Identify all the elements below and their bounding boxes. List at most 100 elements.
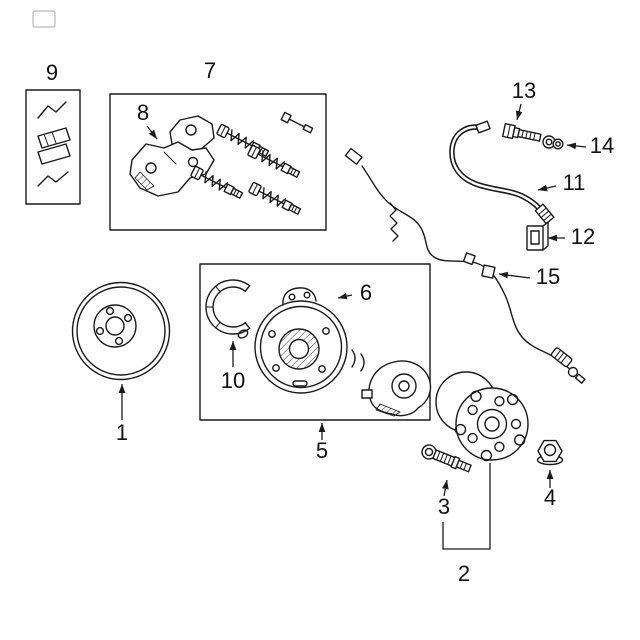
detail xyxy=(545,138,553,146)
leader-13 xyxy=(515,103,523,121)
break-mark-1 xyxy=(351,349,356,368)
part-wheel-stud-3: 3 xyxy=(421,444,472,519)
detail xyxy=(391,373,417,399)
detail xyxy=(272,364,280,372)
part-hose-bracket-12: 12 xyxy=(526,221,595,251)
detail xyxy=(361,389,373,399)
wire-connector xyxy=(344,147,363,165)
part-harness-clip-15: 15 xyxy=(498,264,560,289)
detail xyxy=(510,418,522,430)
callout-14: 14 xyxy=(590,133,614,158)
detail xyxy=(533,132,536,141)
callout-10: 10 xyxy=(221,368,245,393)
detail xyxy=(574,373,586,384)
bolt-shaft xyxy=(517,128,542,142)
detail xyxy=(557,352,565,362)
detail xyxy=(542,221,549,251)
stud-splines xyxy=(432,449,456,467)
rotor-edge xyxy=(76,286,166,376)
plate-lip xyxy=(259,305,343,389)
kit-box-7 xyxy=(109,93,327,231)
detail xyxy=(555,141,561,147)
actuator-body xyxy=(361,360,432,417)
brake-pad-2 xyxy=(37,143,71,165)
nut-hex xyxy=(537,439,563,463)
part-banjo-bolt-13: 13 xyxy=(501,78,542,142)
detail xyxy=(244,285,251,292)
hose-end-fitting xyxy=(534,203,555,225)
leader-8 xyxy=(146,125,158,140)
detail xyxy=(550,347,573,368)
detail xyxy=(507,124,511,138)
guide-pin-1 xyxy=(215,123,271,160)
pad-clip-top xyxy=(37,101,67,119)
shoe-inner-arc xyxy=(212,286,246,328)
hose-top-fitting xyxy=(475,120,491,134)
hose-tube-inner xyxy=(450,125,544,214)
rotor-lug-holes xyxy=(95,306,133,346)
detail xyxy=(187,156,199,168)
detail xyxy=(447,455,452,465)
wire-path xyxy=(361,165,573,372)
detail xyxy=(467,404,478,416)
part-brake-rotor-1: 1 xyxy=(71,281,171,445)
detail xyxy=(521,130,524,138)
wire-clip xyxy=(462,252,476,266)
wire-clip-15 xyxy=(481,264,496,279)
detail xyxy=(454,423,467,436)
detail xyxy=(51,131,57,144)
leader-14 xyxy=(566,142,587,150)
detail xyxy=(145,162,157,174)
kit-box-5 xyxy=(199,263,431,421)
hub-center xyxy=(476,408,508,440)
rotor-outer xyxy=(71,281,171,381)
plate-bolt-holes xyxy=(268,327,330,373)
part-brake-hose-11: 11 xyxy=(449,120,586,225)
leader-6 xyxy=(337,292,353,300)
detail xyxy=(480,449,493,462)
callout-7: 7 xyxy=(204,58,216,83)
detail xyxy=(268,330,276,338)
detail xyxy=(95,326,105,336)
detail xyxy=(470,390,482,402)
detail xyxy=(163,151,177,165)
detail xyxy=(105,306,115,316)
banjo-bolt xyxy=(501,122,542,142)
plate-center-hole xyxy=(288,338,310,360)
detail xyxy=(436,451,441,461)
guide-pin-3 xyxy=(189,165,245,202)
detail xyxy=(185,124,197,136)
callout-11: 11 xyxy=(563,170,586,195)
callout-5: 5 xyxy=(316,438,328,463)
rotor-hub xyxy=(93,304,137,348)
callout-8: 8 xyxy=(137,100,149,125)
callout-6: 6 xyxy=(360,280,372,305)
detail xyxy=(288,118,306,128)
detail xyxy=(302,123,314,134)
detail xyxy=(439,452,445,462)
bracket-line-2 xyxy=(442,463,491,550)
detail xyxy=(443,454,448,464)
detail xyxy=(114,336,124,346)
guide-pin-4 xyxy=(247,181,303,218)
detail xyxy=(280,111,292,124)
hub-bolt-holes xyxy=(467,396,522,452)
wire-coil-wrap xyxy=(389,202,399,242)
detail xyxy=(543,443,557,457)
sensor-bolt xyxy=(567,366,579,378)
detail xyxy=(540,210,550,219)
detail xyxy=(215,321,221,329)
detail xyxy=(514,434,526,446)
part-backing-plate-6: 6 xyxy=(254,280,372,394)
shoe-spring xyxy=(237,329,249,339)
leader-11 xyxy=(537,184,557,192)
stud-threads xyxy=(455,459,472,473)
part-shoe-spring-10: 10 xyxy=(205,279,251,393)
detail xyxy=(215,285,221,293)
callout-3: 3 xyxy=(438,494,450,519)
part-caliper-bracket-8 xyxy=(129,115,215,197)
leader-15 xyxy=(498,271,531,279)
pad-clip-bottom xyxy=(37,171,69,187)
